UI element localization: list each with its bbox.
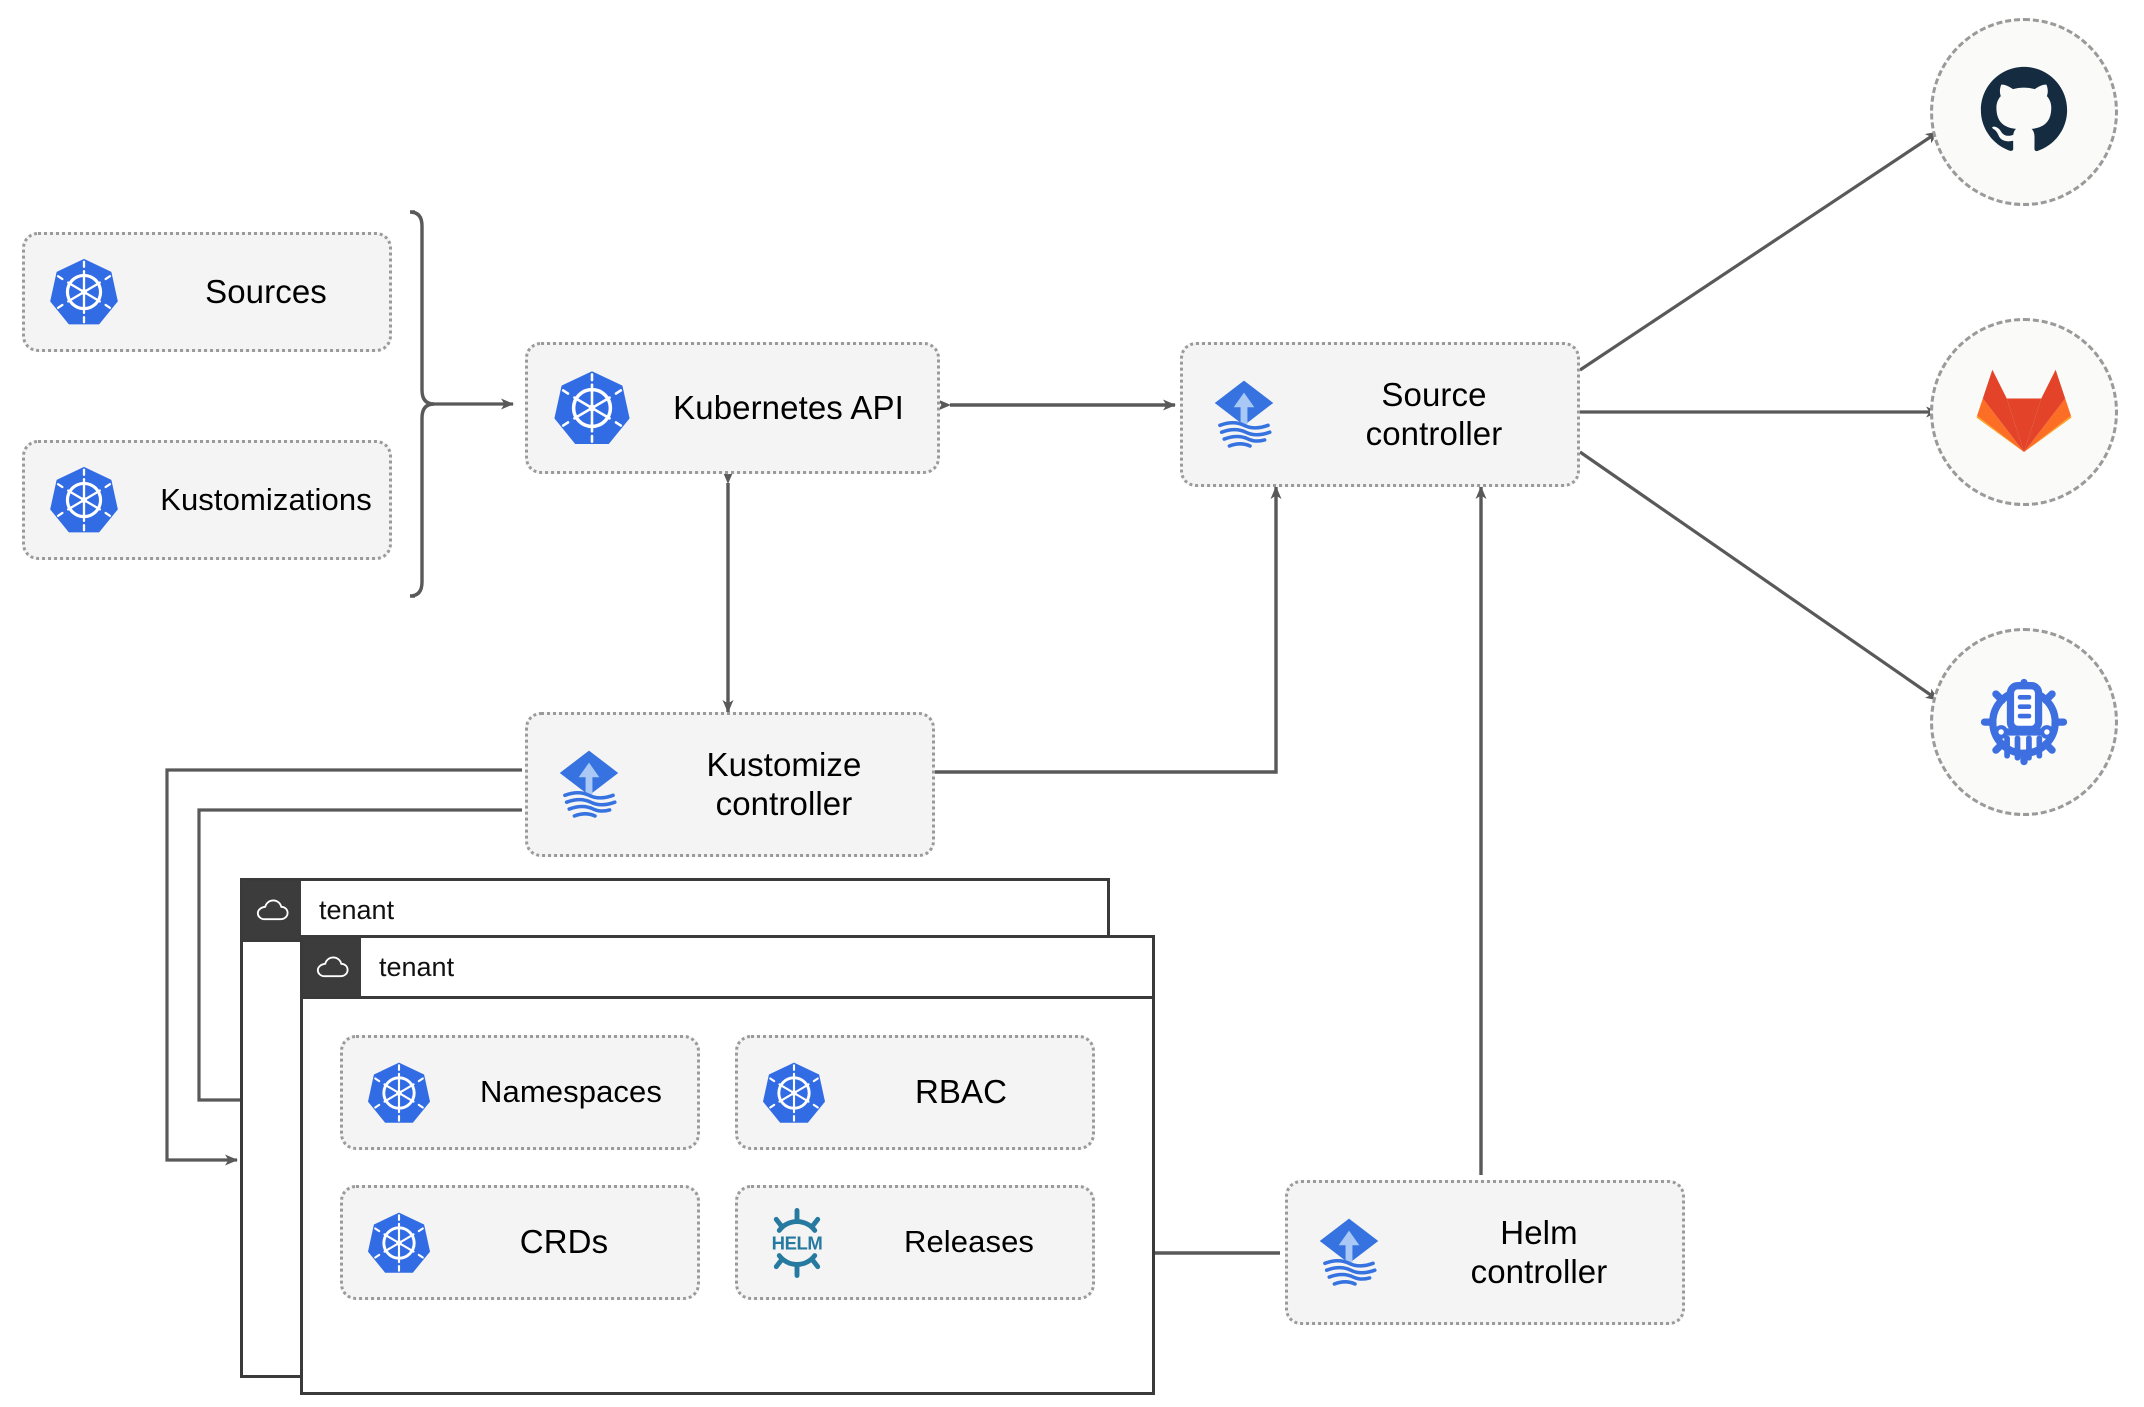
line-source-to-github <box>1579 130 1939 372</box>
node-kubernetes-api[interactable]: Kubernetes API <box>525 342 940 474</box>
gitlab-icon <box>1976 364 2072 461</box>
node-label: CRDs <box>519 1223 609 1261</box>
node-kustomizations[interactable]: Kustomizations <box>22 440 392 560</box>
tenant-titlebar: tenant <box>243 881 1107 942</box>
node-label: Kustomizations <box>160 481 372 517</box>
endpoint-gitlab[interactable] <box>1930 318 2118 506</box>
node-source-controller[interactable]: Source controller <box>1180 342 1580 487</box>
node-label: Sources <box>205 272 327 310</box>
kubernetes-icon <box>25 256 143 328</box>
tenant-titlebar: tenant <box>303 938 1152 999</box>
node-label: Releases <box>903 1224 1035 1260</box>
node-helm-controller[interactable]: Helm controller <box>1285 1180 1685 1325</box>
node-label: RBAC <box>914 1073 1008 1111</box>
node-sources[interactable]: Sources <box>22 232 392 352</box>
kubernetes-icon <box>25 464 143 536</box>
kubernetes-icon <box>528 368 656 448</box>
cloud-icon <box>303 938 361 996</box>
node-crds[interactable]: CRDs <box>340 1185 700 1300</box>
helm-icon: HELM <box>738 1206 856 1280</box>
endpoint-github[interactable] <box>1930 18 2118 206</box>
kubernetes-icon <box>343 1210 455 1276</box>
flux-icon <box>528 742 650 828</box>
node-releases[interactable]: HELM Releases <box>735 1185 1095 1300</box>
node-rbac[interactable]: RBAC <box>735 1035 1095 1150</box>
kubernetes-icon <box>738 1060 850 1126</box>
tenant-name: tenant <box>319 894 395 925</box>
tenant-card-front[interactable]: tenant <box>300 935 1155 1395</box>
node-label: Kubernetes API <box>673 388 904 426</box>
node-label: Helm controller <box>1470 1213 1608 1290</box>
node-namespaces[interactable]: Namespaces <box>340 1035 700 1150</box>
endpoint-helm-repository[interactable] <box>1930 628 2118 816</box>
svg-text:HELM: HELM <box>772 1232 823 1253</box>
flux-icon <box>1183 372 1305 458</box>
cloud-icon <box>243 881 301 939</box>
kubernetes-icon <box>343 1060 455 1126</box>
line-kustomize-to-source-controller <box>935 486 1282 774</box>
line-source-to-helm-repository <box>1579 450 1939 702</box>
node-label: Kustomize controller <box>706 745 862 822</box>
bracket-grouping <box>409 210 435 598</box>
node-label: Source controller <box>1365 375 1503 452</box>
tenant-name: tenant <box>379 951 455 982</box>
helm-repository-icon <box>1972 668 2076 777</box>
github-icon <box>1975 61 2073 164</box>
node-kustomize-controller[interactable]: Kustomize controller <box>525 712 935 857</box>
flux-icon <box>1288 1210 1410 1296</box>
node-label: Namespaces <box>480 1074 662 1110</box>
